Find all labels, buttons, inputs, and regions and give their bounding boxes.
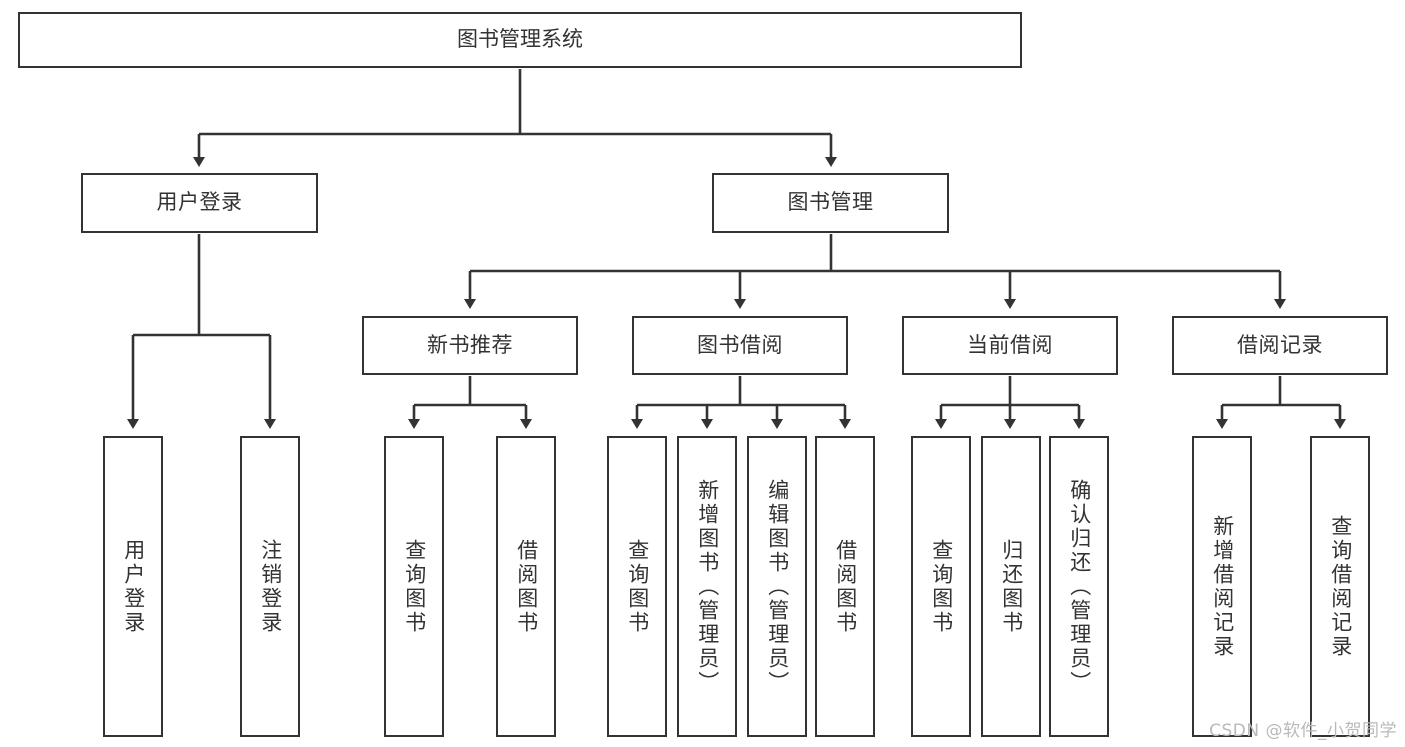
node-user-login[interactable]: 用户登录 (81, 173, 318, 233)
leaf-new-book-query-label: 查询图书 (402, 538, 427, 635)
leaf-book-borrow-add[interactable]: 新增图书（管理员） (677, 436, 737, 737)
node-root-system-label: 图书管理系统 (457, 27, 583, 52)
leaf-user-login-login[interactable]: 用户登录 (103, 436, 163, 737)
leaf-new-book-borrow-label: 借阅图书 (514, 538, 539, 635)
node-current-borrow[interactable]: 当前借阅 (902, 316, 1118, 375)
leaf-borrow-record-add-label: 新增借阅记录 (1210, 514, 1235, 659)
leaf-current-borrow-return-label: 归还图书 (999, 538, 1024, 635)
leaf-book-borrow-query-label: 查询图书 (625, 538, 650, 635)
leaf-book-borrow-borrow-label: 借阅图书 (833, 538, 858, 635)
leaf-book-borrow-edit[interactable]: 编辑图书（管理员） (747, 436, 807, 737)
leaf-current-borrow-confirm[interactable]: 确认归还（管理员） (1049, 436, 1109, 737)
leaf-user-login-logout-label: 注销登录 (258, 538, 283, 635)
leaf-book-borrow-edit-label: 编辑图书（管理员） (765, 478, 790, 695)
leaf-current-borrow-query-label: 查询图书 (929, 538, 954, 635)
node-current-borrow-label: 当前借阅 (967, 332, 1053, 357)
leaf-borrow-record-query-label: 查询借阅记录 (1328, 514, 1353, 659)
node-book-management[interactable]: 图书管理 (712, 173, 949, 233)
leaf-book-borrow-add-label: 新增图书（管理员） (695, 478, 720, 695)
node-book-management-label: 图书管理 (787, 190, 874, 215)
leaf-book-borrow-borrow[interactable]: 借阅图书 (815, 436, 875, 737)
leaf-current-borrow-return[interactable]: 归还图书 (981, 436, 1041, 737)
leaf-current-borrow-confirm-label: 确认归还（管理员） (1067, 478, 1092, 695)
leaf-borrow-record-query[interactable]: 查询借阅记录 (1310, 436, 1370, 737)
leaf-user-login-login-label: 用户登录 (121, 538, 146, 635)
leaf-book-borrow-query[interactable]: 查询图书 (607, 436, 667, 737)
leaf-borrow-record-add[interactable]: 新增借阅记录 (1192, 436, 1252, 737)
node-borrow-record[interactable]: 借阅记录 (1172, 316, 1388, 375)
node-new-book-recommend-label: 新书推荐 (427, 332, 513, 357)
node-book-borrow[interactable]: 图书借阅 (632, 316, 848, 375)
node-root-system[interactable]: 图书管理系统 (18, 12, 1022, 68)
leaf-new-book-borrow[interactable]: 借阅图书 (496, 436, 556, 737)
node-user-login-label: 用户登录 (156, 190, 243, 215)
node-book-borrow-label: 图书借阅 (697, 332, 783, 357)
leaf-user-login-logout[interactable]: 注销登录 (240, 436, 300, 737)
leaf-new-book-query[interactable]: 查询图书 (384, 436, 444, 737)
node-borrow-record-label: 借阅记录 (1237, 332, 1323, 357)
node-new-book-recommend[interactable]: 新书推荐 (362, 316, 578, 375)
leaf-current-borrow-query[interactable]: 查询图书 (911, 436, 971, 737)
